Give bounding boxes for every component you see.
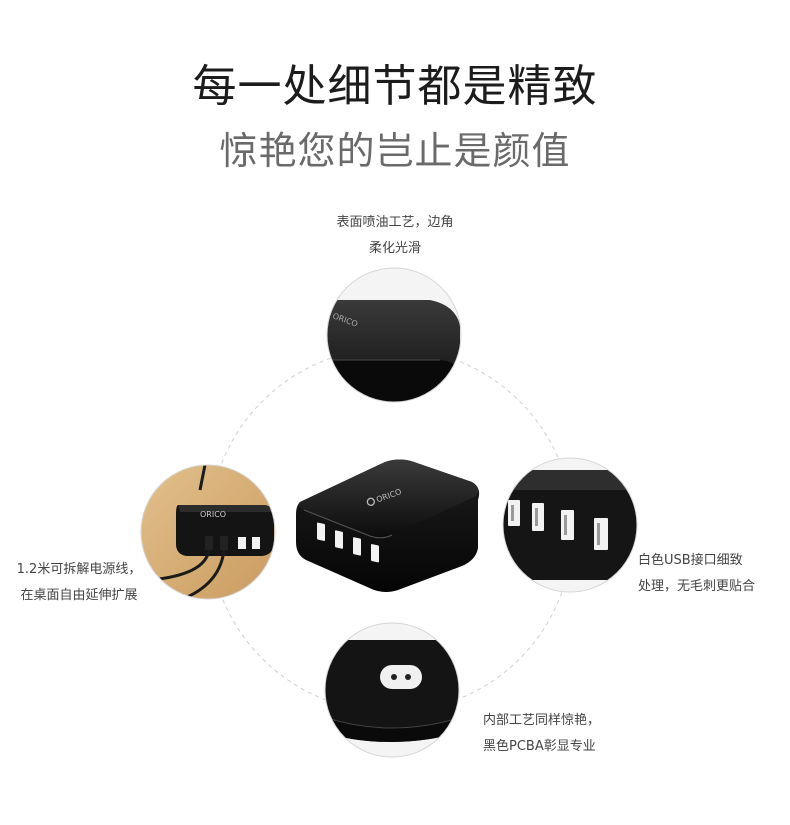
power-socket-icon xyxy=(380,665,422,689)
callout-left: 1.2米可拆解电源线， 在桌面自由延伸扩展 xyxy=(4,557,154,609)
usb-port-icon xyxy=(317,522,379,563)
page-title: 每一处细节都是精致 xyxy=(192,61,598,112)
callout-bottom: 内部工艺同样惊艳， 黑色PCBA彰显专业 xyxy=(483,708,643,760)
page-subtitle: 惊艳您的岂止是颜值 xyxy=(219,129,571,173)
detail-circle-top: ORICO xyxy=(326,267,462,403)
detail-circle-bottom xyxy=(324,622,460,758)
callout-left-line1: 1.2米可拆解电源线， xyxy=(16,562,142,577)
callout-right: 白色USB接口细致 处理，无毛刺更贴合 xyxy=(638,548,788,600)
brand-mark-left: ORICO xyxy=(200,510,226,519)
callout-top-line2: 柔化光滑 xyxy=(368,241,421,256)
callout-right-line1: 白色USB接口细致 xyxy=(638,553,743,568)
callout-bottom-line1: 内部工艺同样惊艳， xyxy=(483,713,601,728)
center-product-image: ORICO xyxy=(296,459,480,592)
detail-circle-left: ORICO xyxy=(140,464,276,600)
callout-top-line1: 表面喷油工艺，边角 xyxy=(336,215,454,230)
detail-circle-right xyxy=(502,457,638,593)
callout-bottom-line2: 黑色PCBA彰显专业 xyxy=(483,739,596,754)
callout-left-line2: 在桌面自由延伸扩展 xyxy=(20,588,138,603)
callout-top: 表面喷油工艺，边角 柔化光滑 xyxy=(0,210,790,262)
callout-right-line2: 处理，无毛刺更贴合 xyxy=(638,579,756,594)
